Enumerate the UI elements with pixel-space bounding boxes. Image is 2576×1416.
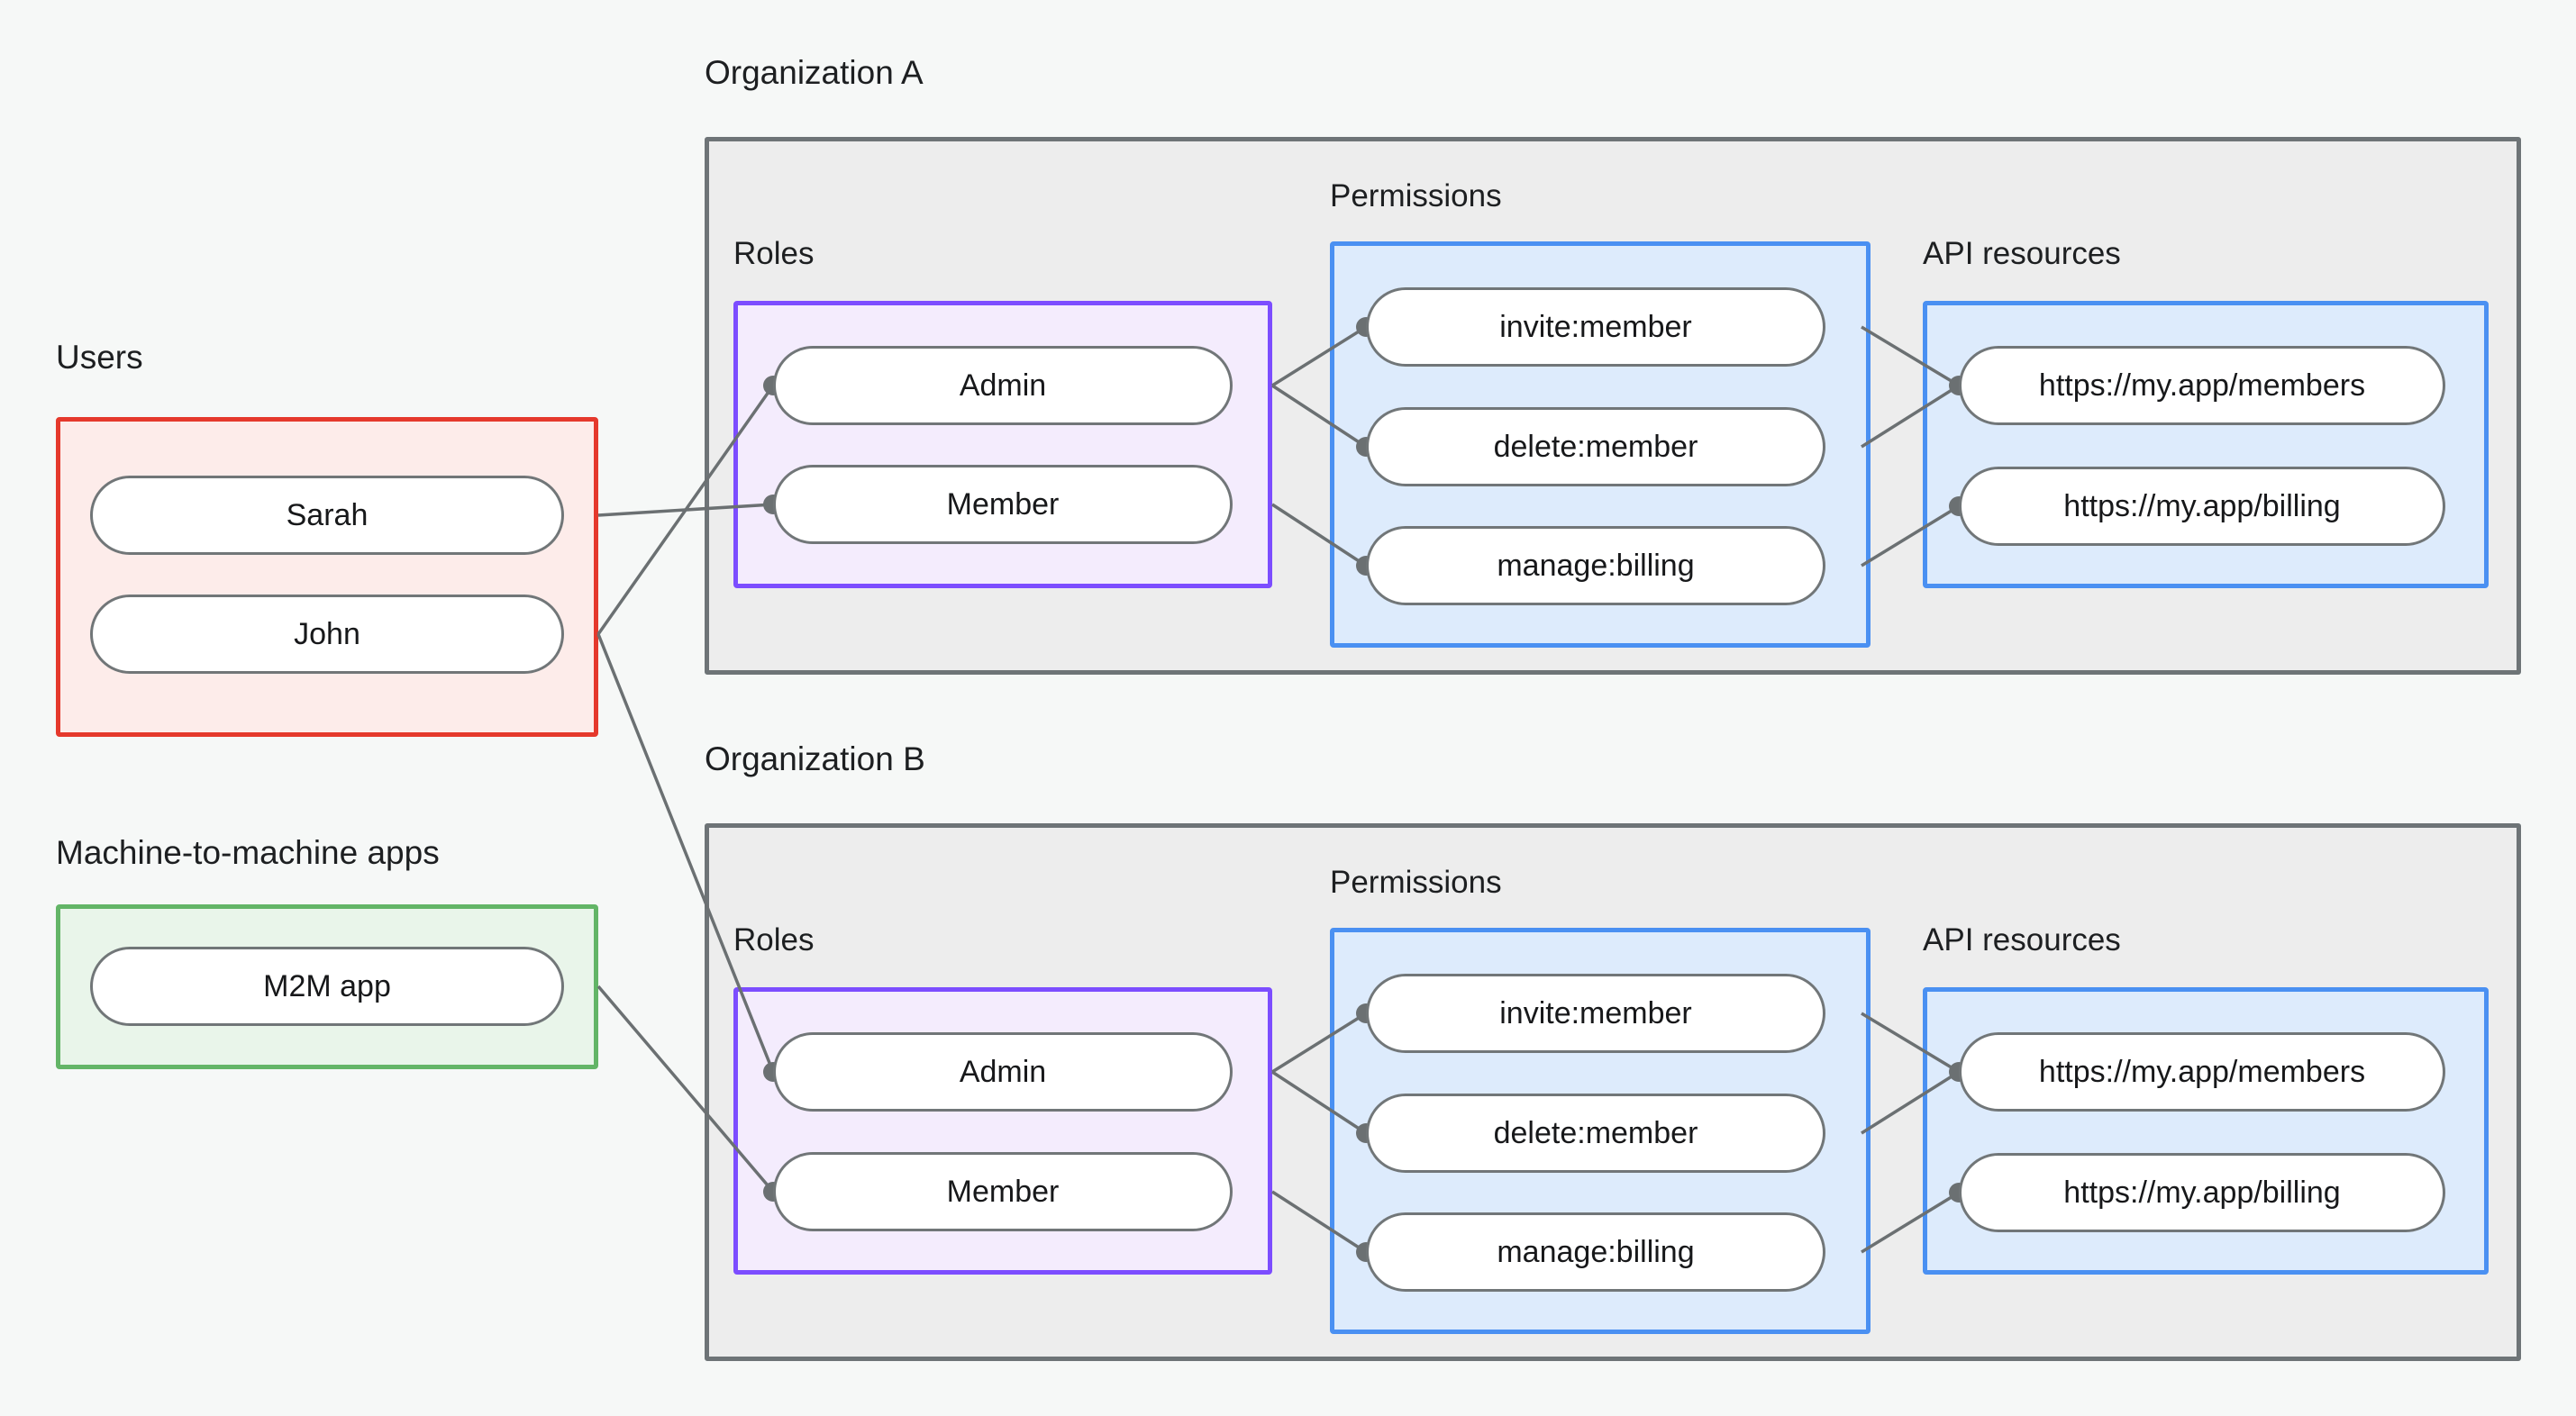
org-b-api-resource-members[interactable]: https://my.app/members: [1959, 1032, 2445, 1112]
org-b-roles-label: Roles: [733, 922, 815, 958]
org-b-permission-delete-member[interactable]: delete:member: [1366, 1094, 1825, 1173]
users-group: [56, 417, 598, 737]
org-a-roles-label: Roles: [733, 236, 815, 271]
org-a-api-resource-billing[interactable]: https://my.app/billing: [1959, 467, 2445, 546]
org-a-roles-group: [733, 301, 1272, 588]
org-b-permission-invite-member[interactable]: invite:member: [1366, 974, 1825, 1053]
org-b-permission-manage-billing[interactable]: manage:billing: [1366, 1212, 1825, 1292]
org-b-api-resources-label: API resources: [1923, 922, 2121, 958]
org-b-role-member[interactable]: Member: [773, 1152, 1233, 1231]
org-a-role-admin[interactable]: Admin: [773, 346, 1233, 425]
org-b-permissions-label: Permissions: [1330, 865, 1502, 900]
org-a-permission-delete-member[interactable]: delete:member: [1366, 407, 1825, 486]
user-node-sarah[interactable]: Sarah: [90, 476, 564, 555]
org-a-permission-manage-billing[interactable]: manage:billing: [1366, 526, 1825, 605]
org-b-roles-group: [733, 987, 1272, 1275]
org-a-role-member[interactable]: Member: [773, 465, 1233, 544]
org-a-api-resource-members[interactable]: https://my.app/members: [1959, 346, 2445, 425]
org-a-title: Organization A: [705, 54, 924, 91]
org-b-api-resource-billing[interactable]: https://my.app/billing: [1959, 1153, 2445, 1232]
user-node-john[interactable]: John: [90, 595, 564, 674]
org-a-permissions-label: Permissions: [1330, 178, 1502, 213]
org-b-title: Organization B: [705, 740, 925, 777]
org-a-permission-invite-member[interactable]: invite:member: [1366, 287, 1825, 367]
m2m-group-title: Machine-to-machine apps: [56, 834, 440, 871]
m2m-node-app[interactable]: M2M app: [90, 947, 564, 1026]
org-b-role-admin[interactable]: Admin: [773, 1032, 1233, 1112]
org-a-api-resources-label: API resources: [1923, 236, 2121, 271]
users-group-title: Users: [56, 339, 143, 376]
